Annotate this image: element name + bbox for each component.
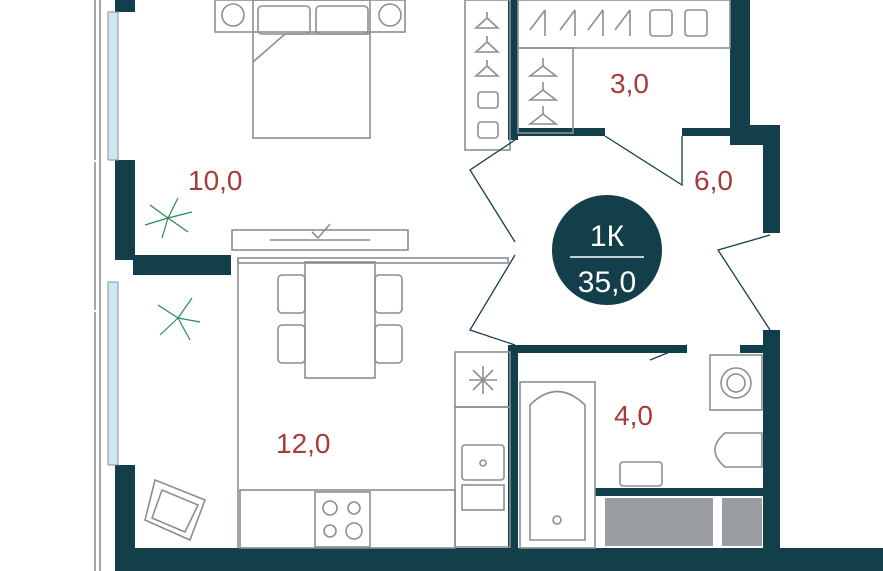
room-area-closet: 3,0 [610, 68, 649, 99]
bathtub-icon [519, 381, 596, 549]
bed-icon [214, 0, 406, 139]
walls [115, 0, 883, 571]
stove-icon [239, 489, 456, 549]
room-area-bathroom: 4,0 [614, 400, 653, 431]
room-area-hall: 6,0 [694, 165, 733, 196]
room-area-kitchen: 12,0 [276, 428, 331, 459]
hanger-icon [464, 0, 731, 151]
badge-circle [552, 195, 662, 305]
sink-icon [454, 406, 511, 548]
apartment-badge: 1К 35,0 [552, 195, 662, 305]
windows [94, 0, 119, 571]
dining-table-icon [231, 223, 509, 548]
storage-blocks [605, 498, 762, 546]
plant-icon [144, 197, 201, 341]
doors [469, 135, 771, 361]
badge-total-area: 35,0 [578, 266, 636, 299]
room-area-bedroom: 10,0 [188, 165, 243, 196]
washing-machine-icon [709, 354, 763, 411]
armchair-icon [144, 478, 207, 542]
toilet-icon [619, 432, 763, 487]
badge-type: 1К [590, 220, 625, 253]
snowflake-icon [454, 351, 511, 408]
